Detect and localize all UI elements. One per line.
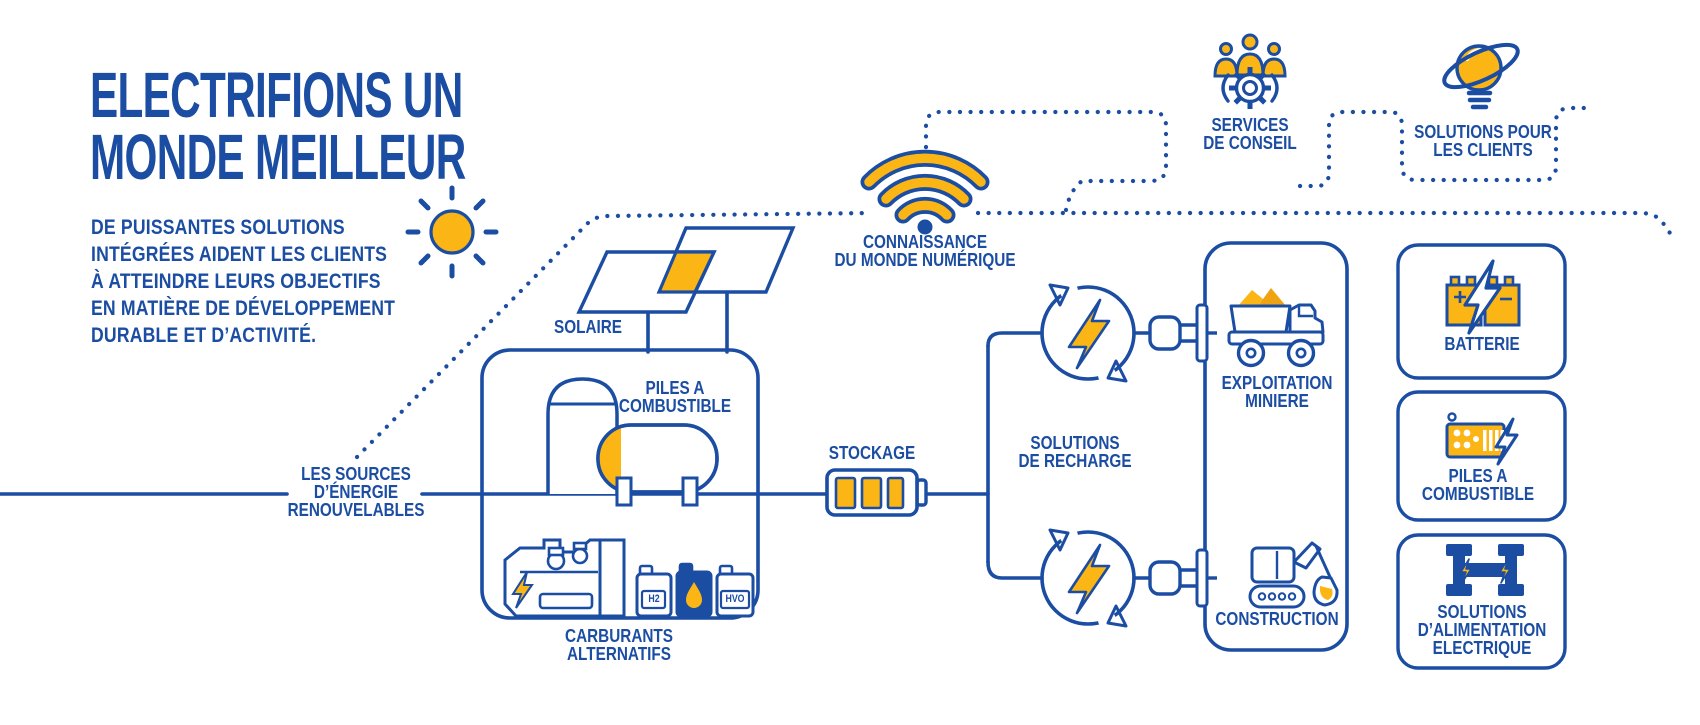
plug-icon-bottom [1148, 548, 1217, 608]
label-exploitation-miniere: EXPLOITATION MINIERE [1221, 373, 1333, 411]
charge-cycle-icon-bottom [1040, 527, 1136, 629]
title-line: ELECTRIFIONS UN [90, 59, 463, 131]
label-piles-combustible: PILES A COMBUSTIBLE [618, 378, 732, 416]
renewable-energy-box [480, 348, 760, 620]
fuel-tank-icons [546, 377, 719, 507]
label-solutions-alimentation: SOLUTIONS D’ALIMENTATION ELECTRIQUE [1417, 602, 1547, 658]
charge-cycle-icon-top [1040, 282, 1136, 384]
label-batterie: BATTERIE [1444, 334, 1520, 354]
label-carburants-alternatifs: CARBURANTS ALTERNATIFS [565, 626, 673, 664]
battery-bolt-icon [1445, 259, 1521, 335]
electric-axle-icon [1446, 544, 1524, 596]
label-sources-renouvelables: LES SOURCES D’ÉNERGIE RENOUVELABLES [287, 464, 425, 520]
fuel-cell-icon [1445, 412, 1519, 466]
mining-truck-icon [1227, 288, 1325, 368]
fuel-cell-capability-box [1396, 390, 1567, 522]
title-line: MONDE MEILLEUR [90, 121, 466, 193]
customer-segments-box [1203, 241, 1349, 652]
label-construction: CONSTRUCTION [1215, 609, 1339, 629]
people-gears-icon [1213, 33, 1287, 109]
dotted-path-consulting-branch [923, 105, 1595, 213]
battery-capability-box [1396, 243, 1567, 380]
wifi-icon [860, 149, 990, 235]
fuel-can-icons [635, 562, 755, 618]
page-title: ELECTRIFIONS UN MONDE MEILLEUR [90, 59, 466, 193]
generator-icon [503, 538, 626, 618]
label-services-conseil: SERVICES DE CONSEIL [1203, 115, 1297, 153]
label-hvo-can: HVO [725, 593, 745, 605]
label-connaissance: CONNAISSANCE DU MONDE NUMÉRIQUE [834, 232, 1016, 270]
storage-battery-icon [825, 468, 928, 517]
page-subtitle: DE PUISSANTES SOLUTIONS INTÉGRÉES AIDENT… [91, 216, 396, 347]
label-solutions-clients: SOLUTIONS POUR LES CLIENTS [1414, 122, 1552, 160]
excavator-icon [1248, 541, 1339, 609]
plug-icon-top [1148, 303, 1217, 363]
solar-panels-icon [576, 226, 796, 314]
power-solutions-capability-box [1396, 533, 1567, 670]
label-solutions-recharge: SOLUTIONS DE RECHARGE [1018, 433, 1132, 471]
label-stockage: STOCKAGE [828, 443, 916, 463]
label-piles-combustible-right: PILES A COMBUSTIBLE [1421, 466, 1535, 504]
sun-icon [405, 185, 499, 279]
label-solaire: SOLAIRE [553, 317, 623, 337]
dotted-path-renewables-to-digital [354, 210, 1675, 460]
lightbulb-orbit-icon [1442, 42, 1520, 110]
label-h2-can: H2 [647, 593, 660, 605]
